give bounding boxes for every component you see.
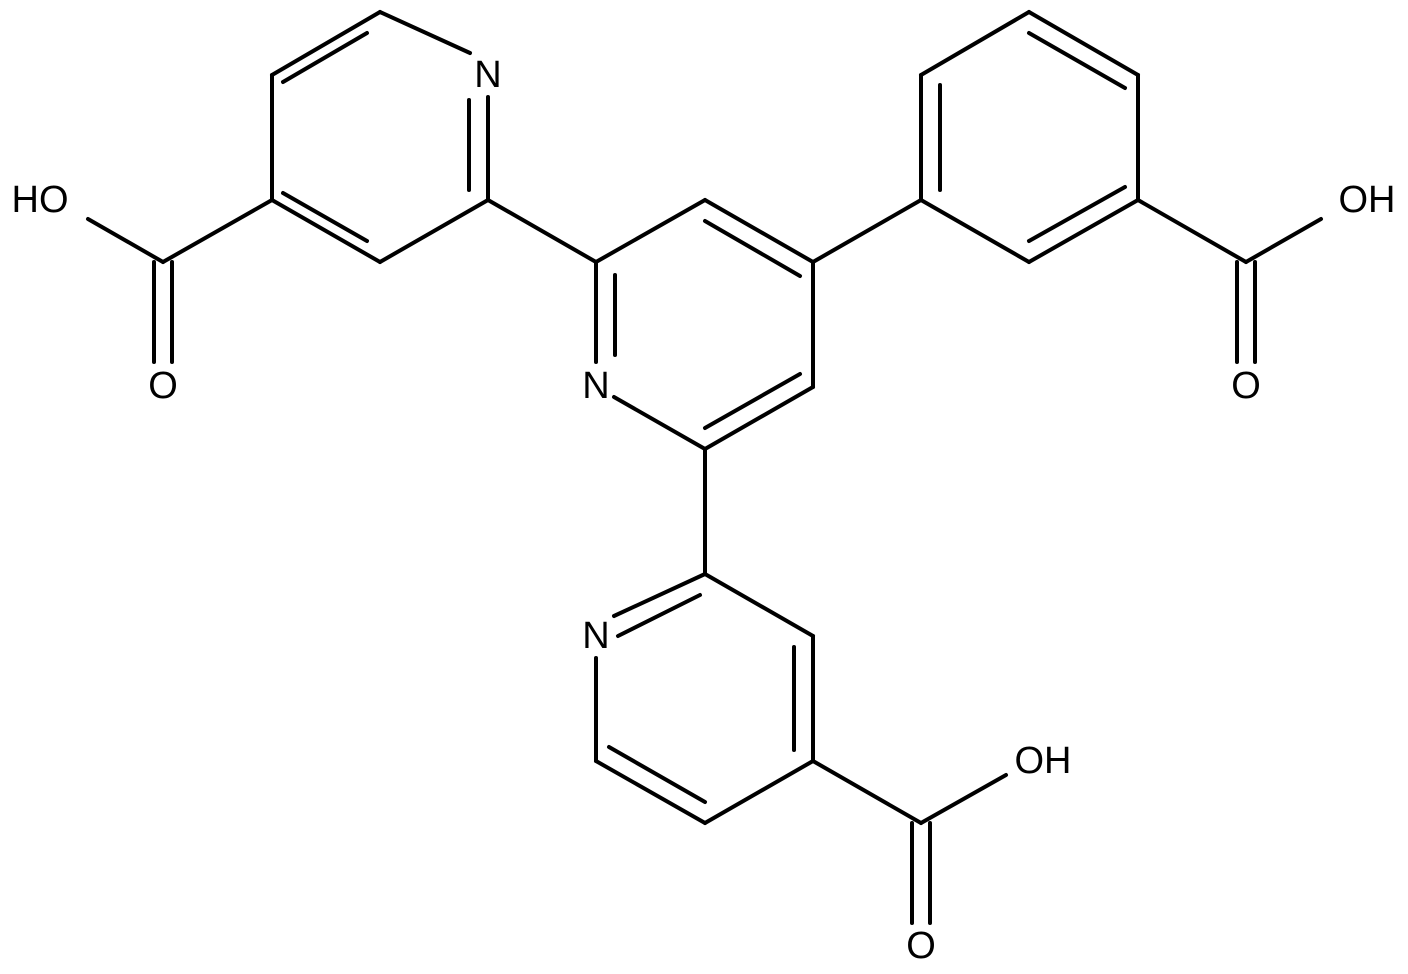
- bond: [270, 198, 382, 264]
- oxygen-label-top-left: O: [148, 365, 178, 407]
- oxygen-label-right: O: [1231, 365, 1261, 407]
- bond: [161, 198, 274, 264]
- bond: [703, 759, 815, 825]
- bond: [607, 745, 707, 804]
- bond: [281, 191, 369, 243]
- bond: [703, 385, 815, 451]
- bond: [919, 773, 1008, 825]
- atom-labels: N N N HO O OH O OH O: [12, 54, 1396, 967]
- bond: [616, 593, 702, 638]
- nitrogen-label-bottom-ring: N: [582, 615, 609, 657]
- bond: [703, 572, 815, 638]
- bond: [703, 219, 802, 278]
- bond: [281, 31, 369, 84]
- hydroxyl-label-bottom: OH: [1015, 740, 1072, 782]
- bond: [919, 10, 1031, 77]
- bond: [270, 10, 382, 77]
- bond: [1244, 217, 1323, 264]
- oxygen-label-bottom: O: [906, 925, 936, 967]
- bond: [919, 198, 1031, 264]
- nitrogen-label-top-left-ring: N: [474, 54, 501, 96]
- bond: [1027, 185, 1127, 243]
- hydroxyl-label-top-left: HO: [12, 179, 69, 221]
- bond: [1136, 198, 1248, 264]
- bond: [594, 759, 707, 825]
- hydroxyl-label-right: OH: [1339, 179, 1396, 221]
- bond: [594, 198, 707, 264]
- bond: [486, 198, 598, 264]
- bond: [86, 217, 165, 264]
- bond: [612, 572, 707, 618]
- bond: [703, 198, 815, 264]
- bond: [612, 395, 707, 451]
- bond: [378, 198, 490, 264]
- bond-lines: [86, 10, 1323, 925]
- bond: [703, 372, 802, 430]
- nitrogen-label-central-ring: N: [582, 365, 609, 407]
- bond: [811, 198, 923, 264]
- bond: [1027, 10, 1140, 77]
- bond: [378, 10, 472, 55]
- bond: [1027, 31, 1127, 90]
- bond: [811, 759, 923, 825]
- bond: [1027, 198, 1140, 264]
